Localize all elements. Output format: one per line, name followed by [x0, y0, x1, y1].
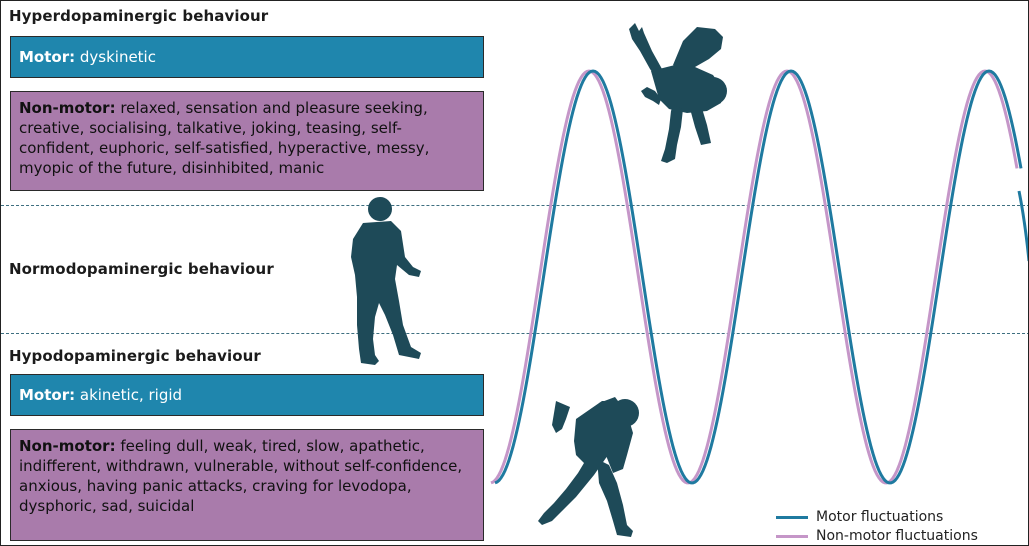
standing-figure-icon	[351, 197, 421, 365]
handstand-figure-icon	[629, 23, 727, 163]
motor-fluctuation-line	[495, 71, 1021, 483]
edge-wave-stub	[1019, 191, 1028, 261]
legend-motor-label: Motor fluctuations	[816, 509, 943, 525]
legend-nonmotor-swatch	[776, 535, 808, 538]
legend-nonmotor-label: Non-motor fluctuations	[816, 528, 978, 544]
legend-motor-swatch	[776, 516, 808, 519]
hunched-figure-icon	[538, 397, 639, 537]
legend-nonmotor: Non-motor fluctuations	[776, 528, 978, 544]
legend-motor: Motor fluctuations	[776, 509, 943, 525]
